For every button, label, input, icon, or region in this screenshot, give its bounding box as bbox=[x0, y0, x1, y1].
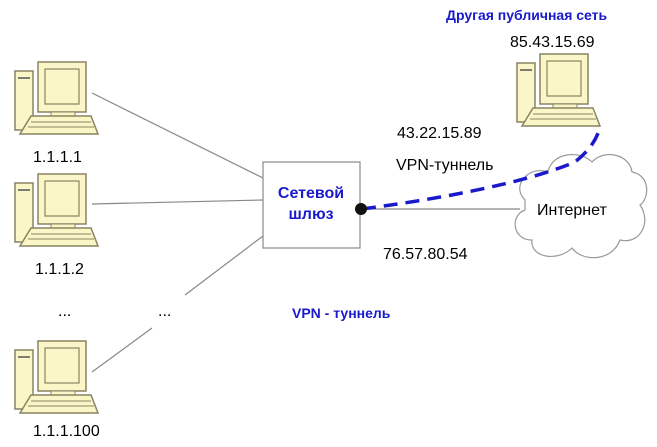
host100-ip: 1.1.1.100 bbox=[33, 423, 100, 440]
remote-network-title: Другая публичная сеть bbox=[446, 7, 608, 23]
gateway-label-line2: шлюз bbox=[288, 206, 333, 223]
tunnel-end-ip: 43.22.15.89 bbox=[397, 125, 482, 142]
link-host100-b bbox=[184, 235, 264, 296]
caption: VPN - туннель bbox=[292, 305, 391, 321]
internet-label: Интернет bbox=[537, 202, 607, 219]
computer-icon-host100 bbox=[14, 340, 99, 414]
gateway-ip: 76.57.80.54 bbox=[383, 246, 468, 263]
vpn-tunnel-line bbox=[361, 127, 602, 211]
gateway-box bbox=[262, 161, 361, 249]
gateway-port-dot bbox=[355, 203, 367, 215]
link-host1 bbox=[91, 92, 264, 179]
ellipsis-links: ... bbox=[158, 303, 171, 320]
host1-ip: 1.1.1.1 bbox=[33, 149, 82, 166]
link-host100-a bbox=[91, 327, 153, 373]
host2-ip: 1.1.1.2 bbox=[35, 261, 84, 278]
computer-icon-remote bbox=[516, 53, 601, 127]
link-host2 bbox=[91, 199, 264, 205]
gateway-label-line1: Сетевой bbox=[278, 185, 344, 202]
internet-cloud-icon bbox=[514, 153, 648, 259]
computer-icon-host1 bbox=[14, 61, 99, 135]
remote-ip: 85.43.15.69 bbox=[510, 34, 595, 51]
ellipsis-hosts: ... bbox=[58, 303, 71, 320]
computer-icon-host2 bbox=[14, 173, 99, 247]
tunnel-label: VPN-туннель bbox=[396, 157, 493, 174]
